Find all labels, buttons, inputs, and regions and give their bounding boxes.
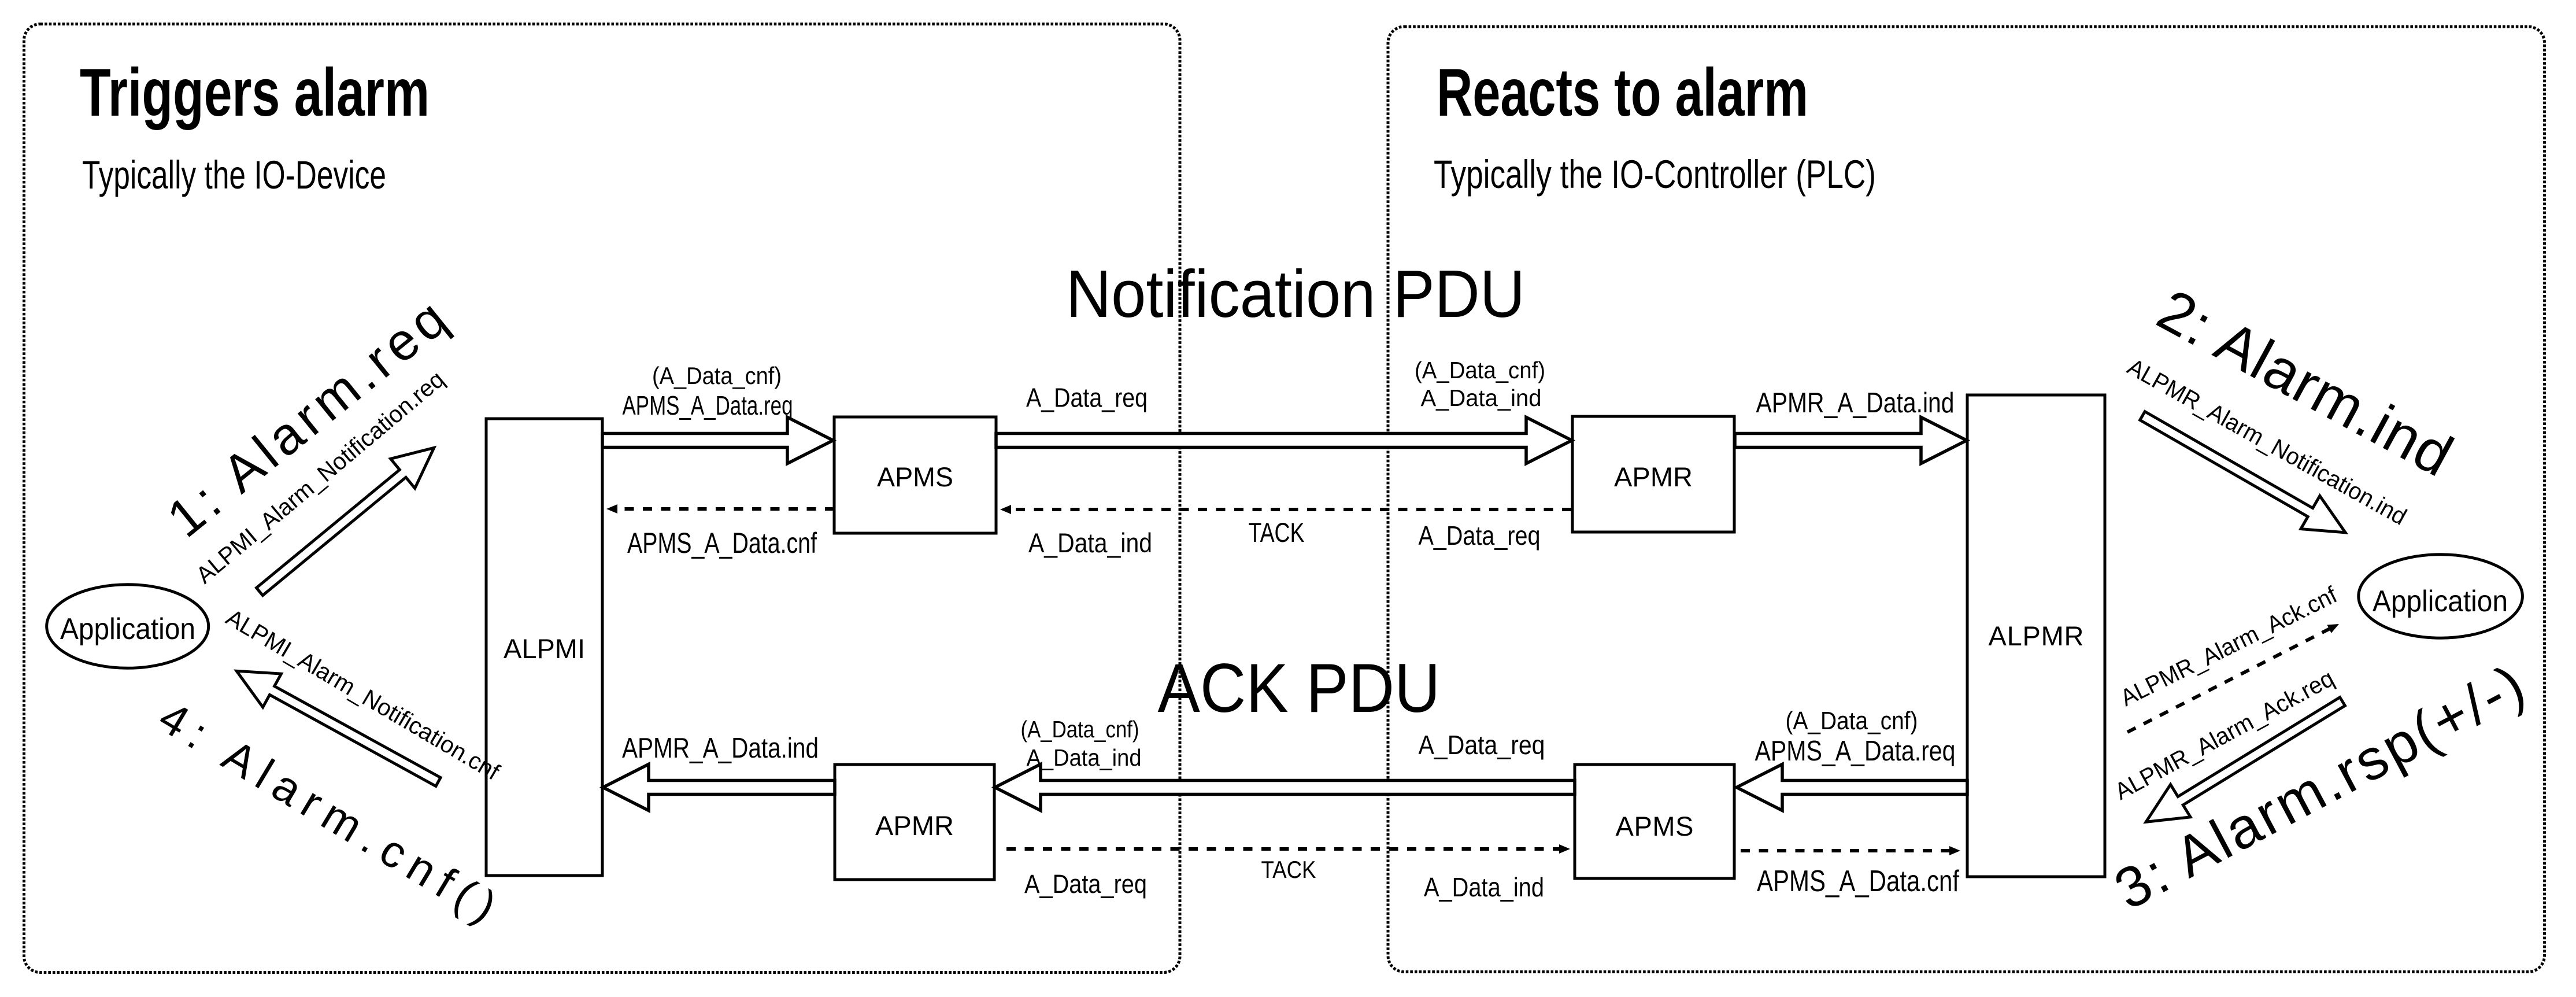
svg-text:APMR_A_Data.ind: APMR_A_Data.ind (1756, 387, 1955, 419)
svg-text:Typically the IO-Device: Typically the IO-Device (82, 153, 386, 197)
svg-text:A_Data_req: A_Data_req (1024, 869, 1147, 899)
svg-text:ACK PDU: ACK PDU (1158, 649, 1441, 727)
svg-text:APMS_A_Data.cnf: APMS_A_Data.cnf (627, 527, 817, 559)
svg-text:Triggers alarm: Triggers alarm (80, 54, 430, 130)
svg-text:APMR_A_Data.ind: APMR_A_Data.ind (622, 733, 819, 764)
svg-text:APMR: APMR (1614, 461, 1693, 492)
svg-text:TACK: TACK (1249, 517, 1305, 548)
svg-text:A_Data_req: A_Data_req (1026, 383, 1148, 413)
svg-text:A_Data_ind: A_Data_ind (1421, 385, 1542, 411)
svg-text:A_Data_req: A_Data_req (1419, 730, 1545, 760)
svg-text:A_Data_req: A_Data_req (1419, 520, 1541, 551)
svg-text:Typically the IO-Controller (P: Typically the IO-Controller (PLC) (1434, 152, 1876, 197)
svg-text:APMS_A_Data.cnf: APMS_A_Data.cnf (1757, 865, 1959, 898)
svg-text:(A_Data_cnf): (A_Data_cnf) (652, 362, 782, 389)
svg-text:ALPMI: ALPMI (504, 633, 585, 664)
svg-text:(A_Data_cnf): (A_Data_cnf) (1415, 357, 1545, 383)
svg-text:Notification PDU: Notification PDU (1066, 256, 1525, 331)
svg-text:A_Data_ind: A_Data_ind (1028, 527, 1152, 558)
svg-text:A_Data_ind: A_Data_ind (1027, 744, 1142, 771)
svg-text:ALPMR: ALPMR (1989, 621, 2084, 651)
svg-text:APMR: APMR (875, 810, 954, 841)
svg-text:APMS_A_Data.req: APMS_A_Data.req (1755, 736, 1956, 767)
svg-text:Application: Application (2373, 585, 2508, 618)
svg-text:APMS: APMS (1616, 811, 1694, 841)
svg-text:Reacts to alarm: Reacts to alarm (1437, 54, 1808, 130)
svg-text:Application: Application (60, 612, 195, 646)
svg-text:(A_Data_cnf): (A_Data_cnf) (1786, 707, 1918, 735)
svg-text:(A_Data_cnf): (A_Data_cnf) (1021, 716, 1139, 743)
svg-text:TACK: TACK (1261, 856, 1316, 883)
svg-text:APMS: APMS (877, 461, 953, 492)
svg-text:APMS_A_Data.req: APMS_A_Data.req (623, 390, 793, 420)
svg-text:A_Data_ind: A_Data_ind (1424, 872, 1544, 902)
